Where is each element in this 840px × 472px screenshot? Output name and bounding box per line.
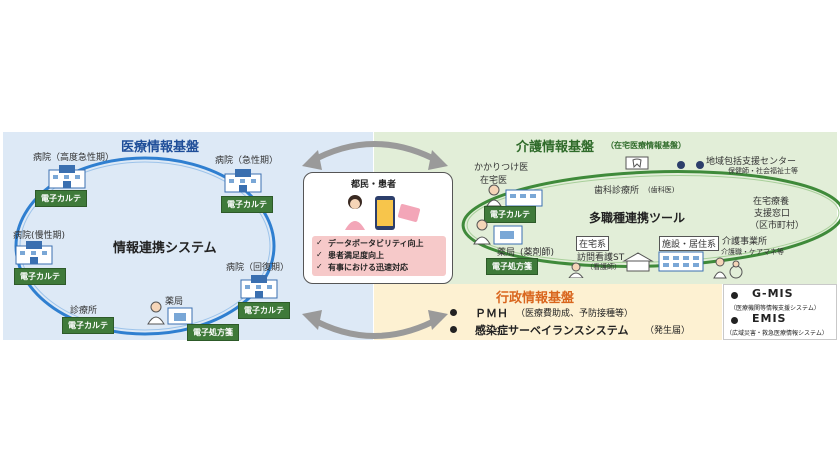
bullet-icon: [731, 317, 738, 324]
info-link-system-label: 情報連携システム: [113, 241, 217, 256]
double-arrow-icon: [302, 141, 448, 170]
visiting-nurse-label: 訪問看護ST: [577, 253, 625, 263]
care-ring-inner: [466, 175, 840, 263]
medical-title: 医療情報基盤: [121, 140, 200, 155]
hospital-icon: [15, 241, 53, 265]
dental-label: 歯科診療所: [594, 186, 640, 196]
care-subtitle: （在宅医療情報基盤）: [606, 141, 686, 150]
eprescription-tag: 電子処方箋: [187, 324, 239, 341]
hospital-icon: [224, 169, 262, 193]
care-office-sub-label: 介護職・ケアマネ等: [721, 248, 784, 256]
benefit-check: ✓: [316, 238, 323, 247]
pharmacist-icon: [473, 219, 523, 245]
facility-icon: [658, 251, 704, 272]
home-care-label: 在宅療養: [753, 197, 790, 207]
ekarte-tag: 電子カルテ: [238, 302, 290, 319]
care-office-label: 介護事業所: [722, 237, 768, 247]
ekarte-tag: 電子カルテ: [62, 317, 114, 334]
caregiver-icon: [713, 257, 743, 279]
pmh-label: ＰＭＨ: [475, 307, 508, 320]
citizen-title: 都民・患者: [351, 180, 397, 190]
gmis-label: G-MIS: [752, 287, 794, 300]
clinic-label: 診療所: [70, 306, 98, 316]
benefit-check: ✓: [316, 250, 323, 259]
home-based-label: 在宅系: [576, 236, 610, 251]
emis-sub-label: （広域災害・救急医療情報システム）: [726, 330, 828, 337]
hospital-icon: [240, 275, 278, 299]
tooth-icon: [625, 156, 649, 170]
ekarte-tag: 電子カルテ: [35, 190, 87, 207]
home-care-window-label: 支援窓口: [754, 209, 791, 219]
admin-title: 行政情報基盤: [496, 291, 575, 306]
benefits-box: [312, 236, 446, 276]
benefit-check: ✓: [316, 262, 323, 271]
hospital-acute-label: 病院（急性期）: [215, 156, 279, 166]
hospital-icon: [48, 165, 86, 189]
hospital-recovery-label: 病院（回復期）: [226, 263, 290, 273]
gmis-sub-label: （医療機関等情報支援システム）: [730, 305, 820, 312]
person-icon: [677, 161, 704, 169]
community-center-label: 地域包括支援センター: [706, 157, 797, 167]
care-pharmacy-sub-label: (薬剤師): [520, 248, 555, 258]
community-center-sub-label: 保健師・社会福祉士等: [728, 167, 798, 175]
family-doctor-label: かかりつけ医: [474, 163, 529, 173]
home-care-municipality-label: （区市町村）: [750, 221, 805, 231]
eprescription-tag: 電子処方箋: [486, 258, 538, 275]
bullet-icon: [731, 292, 738, 299]
visiting-nurse-sub-label: （看護師）: [586, 263, 621, 271]
surveillance-label: 感染症サーベイランスシステム: [475, 324, 629, 337]
doctor-icon: [486, 184, 543, 207]
home-doctor-label: 在宅医: [480, 176, 508, 186]
benefit-item: 有事における迅速対応: [328, 263, 408, 272]
hospital-chronic-label: 病院(慢性期): [13, 231, 66, 241]
care-title: 介護情報基盤: [516, 140, 595, 155]
bullet-icon: [450, 326, 457, 333]
ekarte-tag: 電子カルテ: [484, 206, 536, 223]
national-systems-panel: [723, 284, 837, 340]
nurse-icon: [568, 262, 584, 278]
phone-icon: [345, 195, 421, 230]
benefit-item: データポータビリティ向上: [328, 239, 424, 248]
care-ring: [461, 170, 840, 268]
ekarte-tag: 電子カルテ: [221, 196, 273, 213]
benefit-item: 患者満足度向上: [328, 251, 384, 260]
house-icon: [622, 252, 654, 272]
care-pharmacy-label: 薬局: [497, 248, 516, 258]
pmh-sub-label: （医療費助成、予防接種等）: [516, 309, 634, 319]
bullet-icon: [450, 309, 457, 316]
multi-profession-tool-label: 多職種連携ツール: [589, 211, 686, 225]
hospital-acute-high-label: 病院（高度急性期）: [33, 153, 115, 163]
emis-label: EMIS: [752, 312, 787, 325]
pharmacist-icon: [147, 301, 193, 325]
facility-label: 施設・居住系: [659, 236, 720, 251]
double-arrow-icon: [302, 310, 448, 339]
dental-sub-label: (歯科医): [648, 186, 675, 194]
ekarte-tag: 電子カルテ: [14, 268, 66, 285]
surveillance-sub-label: （発生届）: [645, 326, 691, 336]
pharmacy-label: 薬局: [165, 297, 184, 307]
